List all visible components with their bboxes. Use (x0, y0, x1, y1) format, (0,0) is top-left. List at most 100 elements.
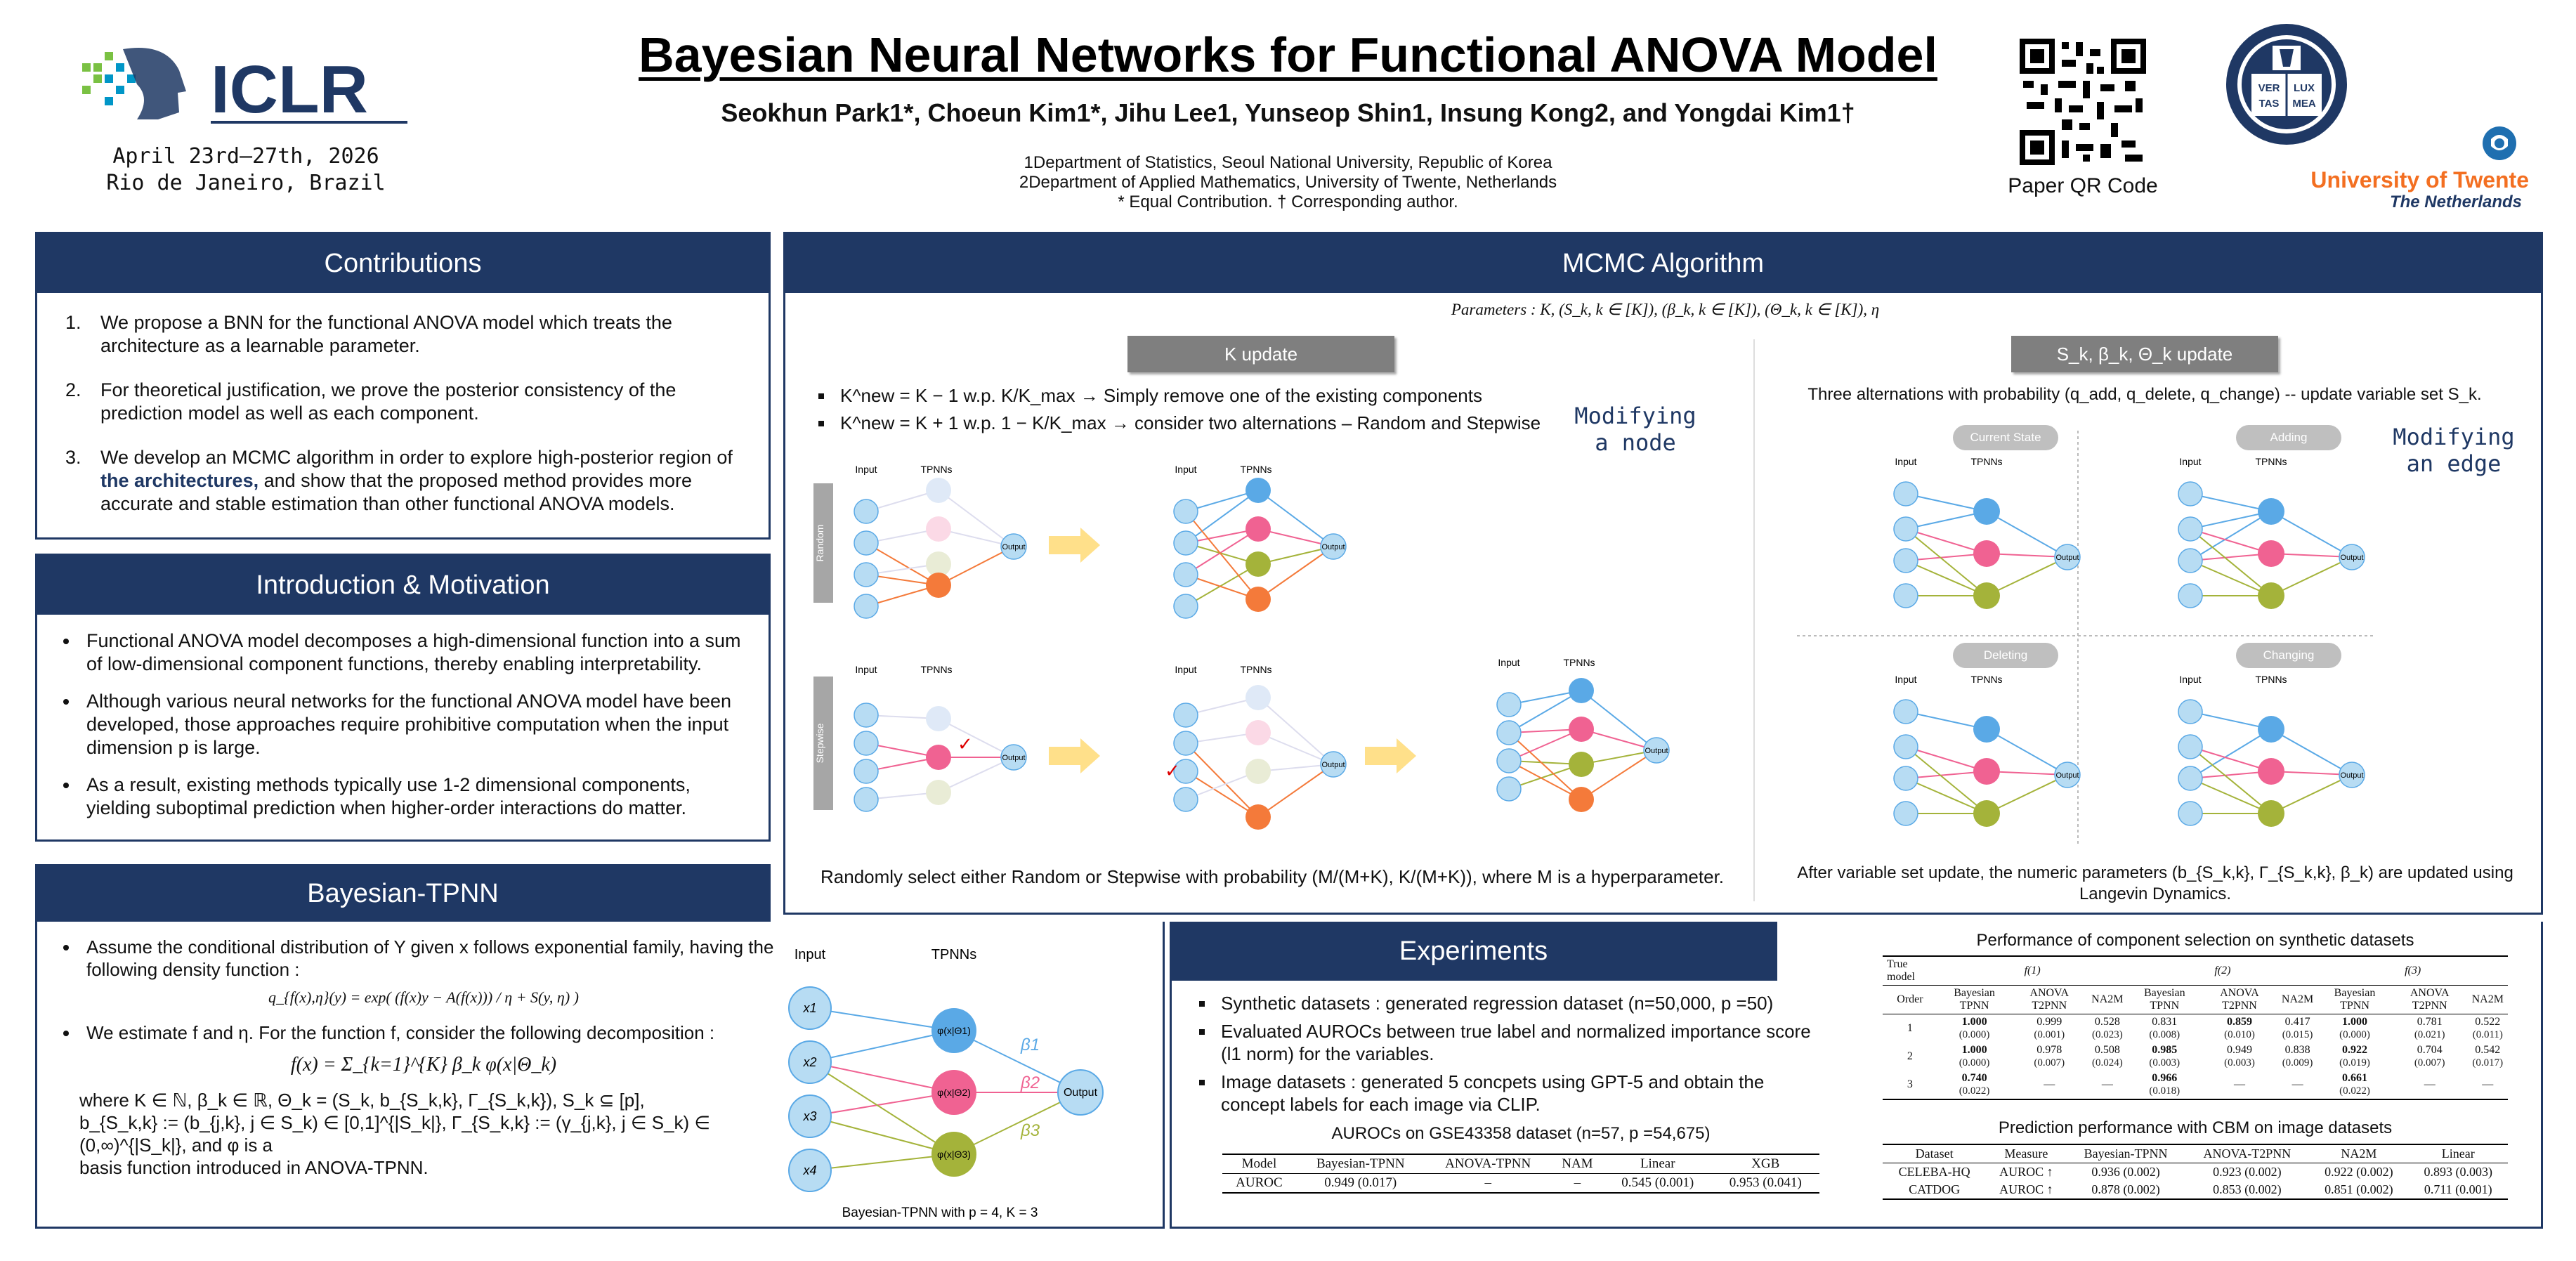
affiliation-2: 2Department of Applied Mathematics, Univ… (1019, 173, 1557, 192)
k-footer: Randomly select either Random or Stepwis… (820, 866, 1725, 887)
node-label: φ(x|Θ3) (937, 1149, 971, 1160)
list-item: We develop an MCMC algorithm in order to… (86, 446, 754, 516)
svg-text:TPNNs: TPNNs (920, 464, 952, 475)
input-node (788, 1040, 832, 1084)
intro-heading: Introduction & Motivation (37, 556, 769, 615)
svg-text:TPNNs: TPNNs (1240, 664, 1271, 675)
experiments-heading: Experiments (1399, 936, 1548, 966)
s-update-networks: Input TPNNs Output Input TPNNs O (1893, 456, 2365, 827)
svg-text:Input: Input (1895, 456, 1916, 467)
experiments-header-bar (1170, 922, 1777, 981)
output-node (1057, 1069, 1104, 1116)
poster-title: Bayesian Neural Networks for Functional … (639, 27, 1937, 82)
svg-text:Output: Output (1645, 747, 1668, 755)
author-list: Seokhun Park1*, Choeun Kim1*, Jihu Lee1,… (721, 98, 1855, 127)
svg-text:Input: Input (2179, 674, 2201, 685)
svg-text:Output: Output (2055, 554, 2079, 562)
beta-label: β2 (1020, 1073, 1040, 1092)
list-item: We propose a BNN for the functional ANOV… (86, 311, 754, 358)
svg-text:Output: Output (2340, 554, 2363, 562)
qr-code[interactable] (2020, 39, 2146, 165)
list-item: Assume the conditional distribution of Y… (79, 936, 796, 981)
modifying-node-hint: Modifying a node (1574, 403, 1696, 456)
density-formula: q_{f(x),η}(y) = exp( (f(x)y − A(f(x))) /… (268, 988, 579, 1006)
svg-text:TPNNs: TPNNs (2255, 674, 2287, 685)
svg-text:Output: Output (2055, 771, 2079, 780)
twente-name: University of Twente (2310, 167, 2529, 192)
list-item: K^new = K − 1 w.p. K/K_max → Simply remo… (835, 385, 1572, 407)
node-label: x1 (802, 1001, 816, 1015)
svg-text:TPNNs: TPNNs (1970, 456, 2002, 467)
node-label: φ(x|Θ2) (937, 1087, 971, 1098)
svg-text:Output: Output (1321, 761, 1345, 769)
svg-text:Input: Input (1175, 464, 1196, 475)
svg-text:Output: Output (1002, 754, 1025, 762)
random-after-diagram: Input TPNNs Output (1173, 464, 1347, 619)
snu-seal-icon: VER LUX TAS MEA (2226, 24, 2347, 145)
row-label-stepwise: Stepwise (814, 723, 825, 763)
list-item: Functional ANOVA model decomposes a high… (79, 629, 754, 676)
where-line-3: basis function introduced in ANOVA-TPNN. (79, 1157, 429, 1178)
table-row: 1 1.000(0.000) 0.999(0.001) 0.528(0.023)… (1907, 1016, 2503, 1040)
contributions-heading: Contributions (37, 234, 769, 293)
svg-text:TPNNs: TPNNs (1563, 657, 1595, 668)
where-line-1: where K ∈ ℕ, β_k ∈ ℝ, Θ_k = (S_k, b_{S_k… (79, 1090, 645, 1111)
tpnn-node (931, 1132, 976, 1177)
input-node (788, 986, 832, 1030)
svg-text:Input: Input (855, 464, 877, 475)
state-deleting: Deleting (1953, 643, 2058, 668)
mcmc-params: Parameters : K, (S_k, k ∈ [K]), (β_k, k … (1451, 301, 1880, 318)
qr-label: Paper QR Code (2008, 174, 2158, 197)
fig-tpnns-label: TPNNs (931, 947, 976, 962)
twente-logo-icon (2481, 125, 2518, 162)
svg-text:TAS: TAS (2259, 98, 2280, 110)
svg-text:ICLR: ICLR (211, 52, 368, 127)
auroc-caption: AUROCs on GSE43358 dataset (n=57, p =54,… (1331, 1124, 1711, 1143)
list-item: K^new = K + 1 w.p. 1 − K/K_max → conside… (835, 412, 1572, 434)
svg-text:TPNNs: TPNNs (1970, 674, 2002, 685)
conference-date: April 23rd–27th, 2026 (112, 144, 379, 169)
svg-text:LUX: LUX (2294, 82, 2315, 94)
stepwise-before-diagram: Input TPNNs ✓ Output (854, 664, 1027, 812)
fig-input-label: Input (795, 947, 826, 962)
s-intro: Three alternations with probability (q_a… (1807, 385, 2482, 404)
svg-text:VER: VER (2258, 82, 2280, 94)
state-current: Current State (1953, 425, 2058, 450)
svg-text:Input: Input (855, 664, 877, 675)
highlight-text: the architectures, (100, 470, 259, 491)
svg-text:Output: Output (1321, 543, 1345, 551)
beta-label: β3 (1020, 1121, 1040, 1140)
deleting-state-net: Input TPNNs Output (1893, 674, 2081, 827)
twente-country: The Netherlands (2389, 192, 2522, 211)
cbm-caption: Prediction performance with CBM on image… (1998, 1118, 2393, 1137)
tpnn-node (931, 1008, 976, 1053)
snu-logo: VER LUX TAS MEA (2223, 21, 2350, 148)
svg-text:TPNNs: TPNNs (1240, 464, 1271, 475)
contributions-list: We propose a BNN for the functional ANOV… (51, 311, 754, 516)
conference-place: Rio de Janeiro, Brazil (106, 171, 386, 195)
svg-text:Input: Input (1175, 664, 1196, 675)
svg-text:Input: Input (2179, 456, 2201, 467)
s-footer: After variable set update, the numeric p… (1797, 863, 2513, 903)
list-item: Evaluated AUROCs between true label and … (1215, 1020, 1812, 1065)
btpnn-header-bar (35, 864, 771, 923)
fig-output-label: Output (1064, 1087, 1098, 1099)
svg-text:TPNNs: TPNNs (2255, 456, 2287, 467)
table-row: 3 0.740(0.022) — — 0.966(0.018) — — 0.66… (1907, 1072, 2494, 1097)
svg-text:Input: Input (1895, 674, 1916, 685)
svg-text:Input: Input (1498, 657, 1519, 668)
svg-text:TPNNs: TPNNs (920, 664, 952, 675)
node-label: φ(x|Θ1) (937, 1025, 971, 1036)
k-update-diagrams: Random Stepwise Input TPNNs Output Input… (813, 464, 1670, 830)
check-icon: ✓ (1165, 760, 1180, 781)
decomposition-formula: f(x) = Σ_{k=1}^{K} β_k φ(x|Θ_k) (290, 1054, 557, 1076)
node-label: x4 (802, 1163, 816, 1177)
check-icon: ✓ (957, 733, 973, 754)
input-node (788, 1149, 832, 1192)
random-before-diagram: Input TPNNs Output (854, 464, 1027, 619)
btpnn-panel: Assume the conditional distribution of Y… (35, 922, 1165, 1229)
node-label: x3 (802, 1109, 816, 1123)
stepwise-middle-diagram: Input TPNNs ✓ Output (1165, 664, 1347, 830)
